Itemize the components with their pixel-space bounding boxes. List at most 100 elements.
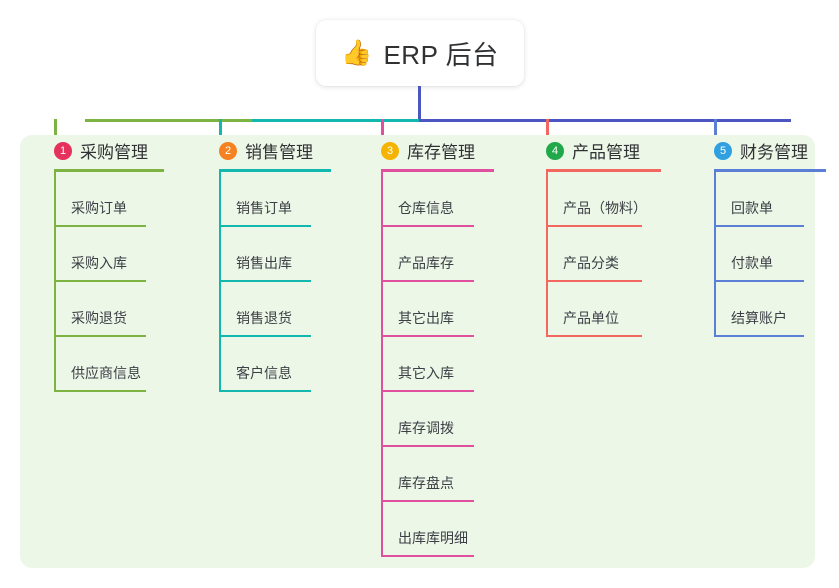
leaf-node-label: 库存盘点	[398, 475, 454, 491]
drop-connector-1	[54, 119, 57, 145]
branch-header-5[interactable]: 5 财务管理	[696, 135, 808, 166]
leaf-node[interactable]: 库存调拨	[381, 392, 474, 447]
leaf-node-rule	[381, 280, 474, 282]
root-stem-connector	[418, 86, 421, 121]
branch-number-badge: 2	[219, 141, 237, 160]
leaf-node-label: 回款单	[731, 200, 773, 216]
leaf-node-label: 产品分类	[563, 255, 619, 271]
branch-trunk-line	[546, 172, 548, 337]
leaf-node-label: 库存调拨	[398, 420, 454, 436]
leaf-node-label: 产品（物料）	[563, 200, 647, 216]
leaf-node-label: 产品单位	[563, 310, 619, 326]
leaf-node-rule	[381, 225, 474, 227]
root-node-label: ERP 后台	[383, 39, 499, 70]
branch-trunk-line	[54, 172, 56, 392]
branch-column-5: 5 财务管理回款单付款单结算账户	[696, 135, 826, 337]
leaf-node-rule	[219, 390, 311, 392]
leaf-node-label: 采购退货	[71, 310, 127, 326]
branch-title: 库存管理	[407, 143, 475, 162]
branch-header-2[interactable]: 2 销售管理	[201, 135, 313, 166]
leaf-node-rule	[219, 335, 311, 337]
branch-title: 产品管理	[572, 143, 640, 162]
leaf-node-label: 产品库存	[398, 255, 454, 271]
leaf-node-rule	[54, 335, 146, 337]
leaf-node[interactable]: 产品（物料）	[546, 172, 647, 227]
leaf-node-label: 付款单	[731, 255, 773, 271]
leaf-node[interactable]: 产品库存	[381, 227, 474, 282]
branch-header-rule	[219, 169, 331, 172]
leaf-node[interactable]: 仓库信息	[381, 172, 474, 227]
leaf-node-rule	[381, 335, 474, 337]
branch-trunk-line	[714, 172, 716, 337]
branch-header-4[interactable]: 4 产品管理	[528, 135, 640, 166]
branch-column-4: 4 产品管理产品（物料） 产品分类产品单位	[528, 135, 661, 337]
leaf-node[interactable]: 供应商信息	[54, 337, 146, 392]
leaf-node-label: 仓库信息	[398, 200, 454, 216]
branch-header-rule	[381, 169, 494, 172]
leaf-node[interactable]: 产品分类	[546, 227, 642, 282]
leaf-node-rule	[381, 445, 474, 447]
leaf-node-rule	[714, 280, 804, 282]
leaf-node-label: 结算账户	[731, 310, 787, 326]
branch-header-3[interactable]: 3 库存管理	[363, 135, 475, 166]
leaf-node-label: 销售订单	[236, 200, 292, 216]
drop-connector-2	[219, 119, 222, 145]
leaf-node[interactable]: 销售订单	[219, 172, 311, 227]
leaf-node[interactable]: 其它出库	[381, 282, 474, 337]
branch-title: 财务管理	[740, 143, 808, 162]
branch-number-badge: 3	[381, 141, 399, 160]
leaf-node-rule	[381, 390, 474, 392]
drop-connector-5	[714, 119, 717, 145]
leaf-node-rule	[54, 280, 146, 282]
leaf-node-label: 供应商信息	[71, 365, 141, 381]
leaf-node-rule	[714, 225, 804, 227]
branch-header-rule	[54, 169, 164, 172]
leaf-node-label: 其它出库	[398, 310, 454, 326]
leaf-node-rule	[546, 280, 642, 282]
bus-segment-green	[85, 119, 253, 122]
branch-number-badge: 4	[546, 141, 564, 160]
leaf-node[interactable]: 结算账户	[714, 282, 804, 337]
leaf-node[interactable]: 出库库明细	[381, 502, 474, 557]
leaf-node-rule	[54, 390, 146, 392]
leaf-node-label: 销售退货	[236, 310, 292, 326]
branch-title: 销售管理	[245, 143, 313, 162]
branch-column-3: 3 库存管理仓库信息产品库存其它出库其它入库库存调拨库存盘点出库库明细	[363, 135, 494, 557]
leaf-node[interactable]: 采购入库	[54, 227, 146, 282]
leaf-node[interactable]: 销售退货	[219, 282, 311, 337]
branch-number-badge: 5	[714, 141, 732, 160]
branch-column-2: 2 销售管理销售订单销售出库销售退货客户信息	[201, 135, 331, 392]
branch-title: 采购管理	[80, 143, 148, 162]
leaf-node[interactable]: 采购退货	[54, 282, 146, 337]
drop-connector-3	[381, 119, 384, 145]
leaf-node[interactable]: 付款单	[714, 227, 804, 282]
branch-header-rule	[546, 169, 661, 172]
leaf-node-label: 采购入库	[71, 255, 127, 271]
leaf-node-label: 其它入库	[398, 365, 454, 381]
leaf-node-label: 出库库明细	[398, 530, 468, 546]
leaf-node-rule	[219, 280, 311, 282]
leaf-node-rule	[546, 225, 642, 227]
branch-trunk-line	[381, 172, 383, 557]
leaf-node[interactable]: 客户信息	[219, 337, 311, 392]
leaf-node-rule	[714, 335, 804, 337]
root-node[interactable]: 👍 ERP 后台	[316, 20, 524, 86]
leaf-node[interactable]: 库存盘点	[381, 447, 474, 502]
leaf-node[interactable]: 回款单	[714, 172, 804, 227]
leaf-node[interactable]: 产品单位	[546, 282, 642, 337]
leaf-node-rule	[381, 555, 474, 557]
leaf-node[interactable]: 其它入库	[381, 337, 474, 392]
thumbs-up-icon: 👍	[341, 38, 373, 67]
branch-trunk-line	[219, 172, 221, 392]
leaf-node-label: 客户信息	[236, 365, 292, 381]
leaf-node[interactable]: 销售出库	[219, 227, 311, 282]
drop-connector-4	[546, 119, 549, 145]
leaf-node-rule	[54, 225, 146, 227]
leaf-node[interactable]: 采购订单	[54, 172, 146, 227]
bus-segment-teal	[252, 119, 420, 122]
leaf-node-label: 销售出库	[236, 255, 292, 271]
